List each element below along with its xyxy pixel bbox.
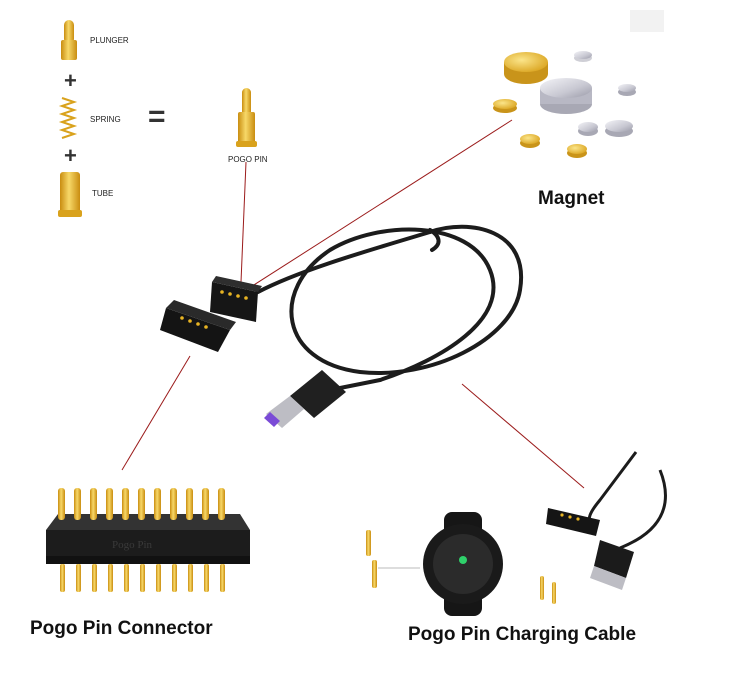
plunger-part — [61, 20, 77, 60]
label-pogo-pin-connector: Pogo Pin Connector — [30, 618, 213, 639]
magnetic-connector-socket — [160, 300, 236, 352]
magnetic-connector-plug — [210, 276, 262, 322]
leader-line-connector — [121, 355, 191, 471]
coiled-cable — [256, 224, 524, 392]
plus-sign-1: + — [64, 68, 77, 93]
label-spring: SPRING — [90, 115, 121, 124]
spring-part — [58, 97, 78, 139]
label-pogo-pin-charging-cable: Pogo Pin Charging Cable — [408, 624, 636, 645]
pogo-pin-part — [236, 88, 257, 147]
connector-embossed-text: Pogo Pin — [112, 539, 153, 551]
leader-line-pogo-pin — [240, 161, 247, 283]
leader-lines — [121, 119, 585, 489]
leader-line-charging-cable — [461, 383, 585, 489]
leader-line-magnet — [245, 119, 513, 291]
plus-sign-2: + — [64, 143, 77, 168]
label-tube: TUBE — [92, 189, 113, 198]
label-magnet: Magnet — [538, 188, 605, 209]
pogo-pin-connector-illustration — [46, 488, 250, 592]
usb-plug — [264, 370, 346, 428]
label-pogo-pin: POGO PIN — [228, 155, 268, 164]
equals-sign: = — [148, 100, 166, 133]
charging-cable-illustration — [366, 451, 667, 616]
magnets-illustration — [493, 10, 664, 158]
label-plunger: PLUNGER — [90, 36, 129, 45]
tube-part — [58, 172, 82, 217]
